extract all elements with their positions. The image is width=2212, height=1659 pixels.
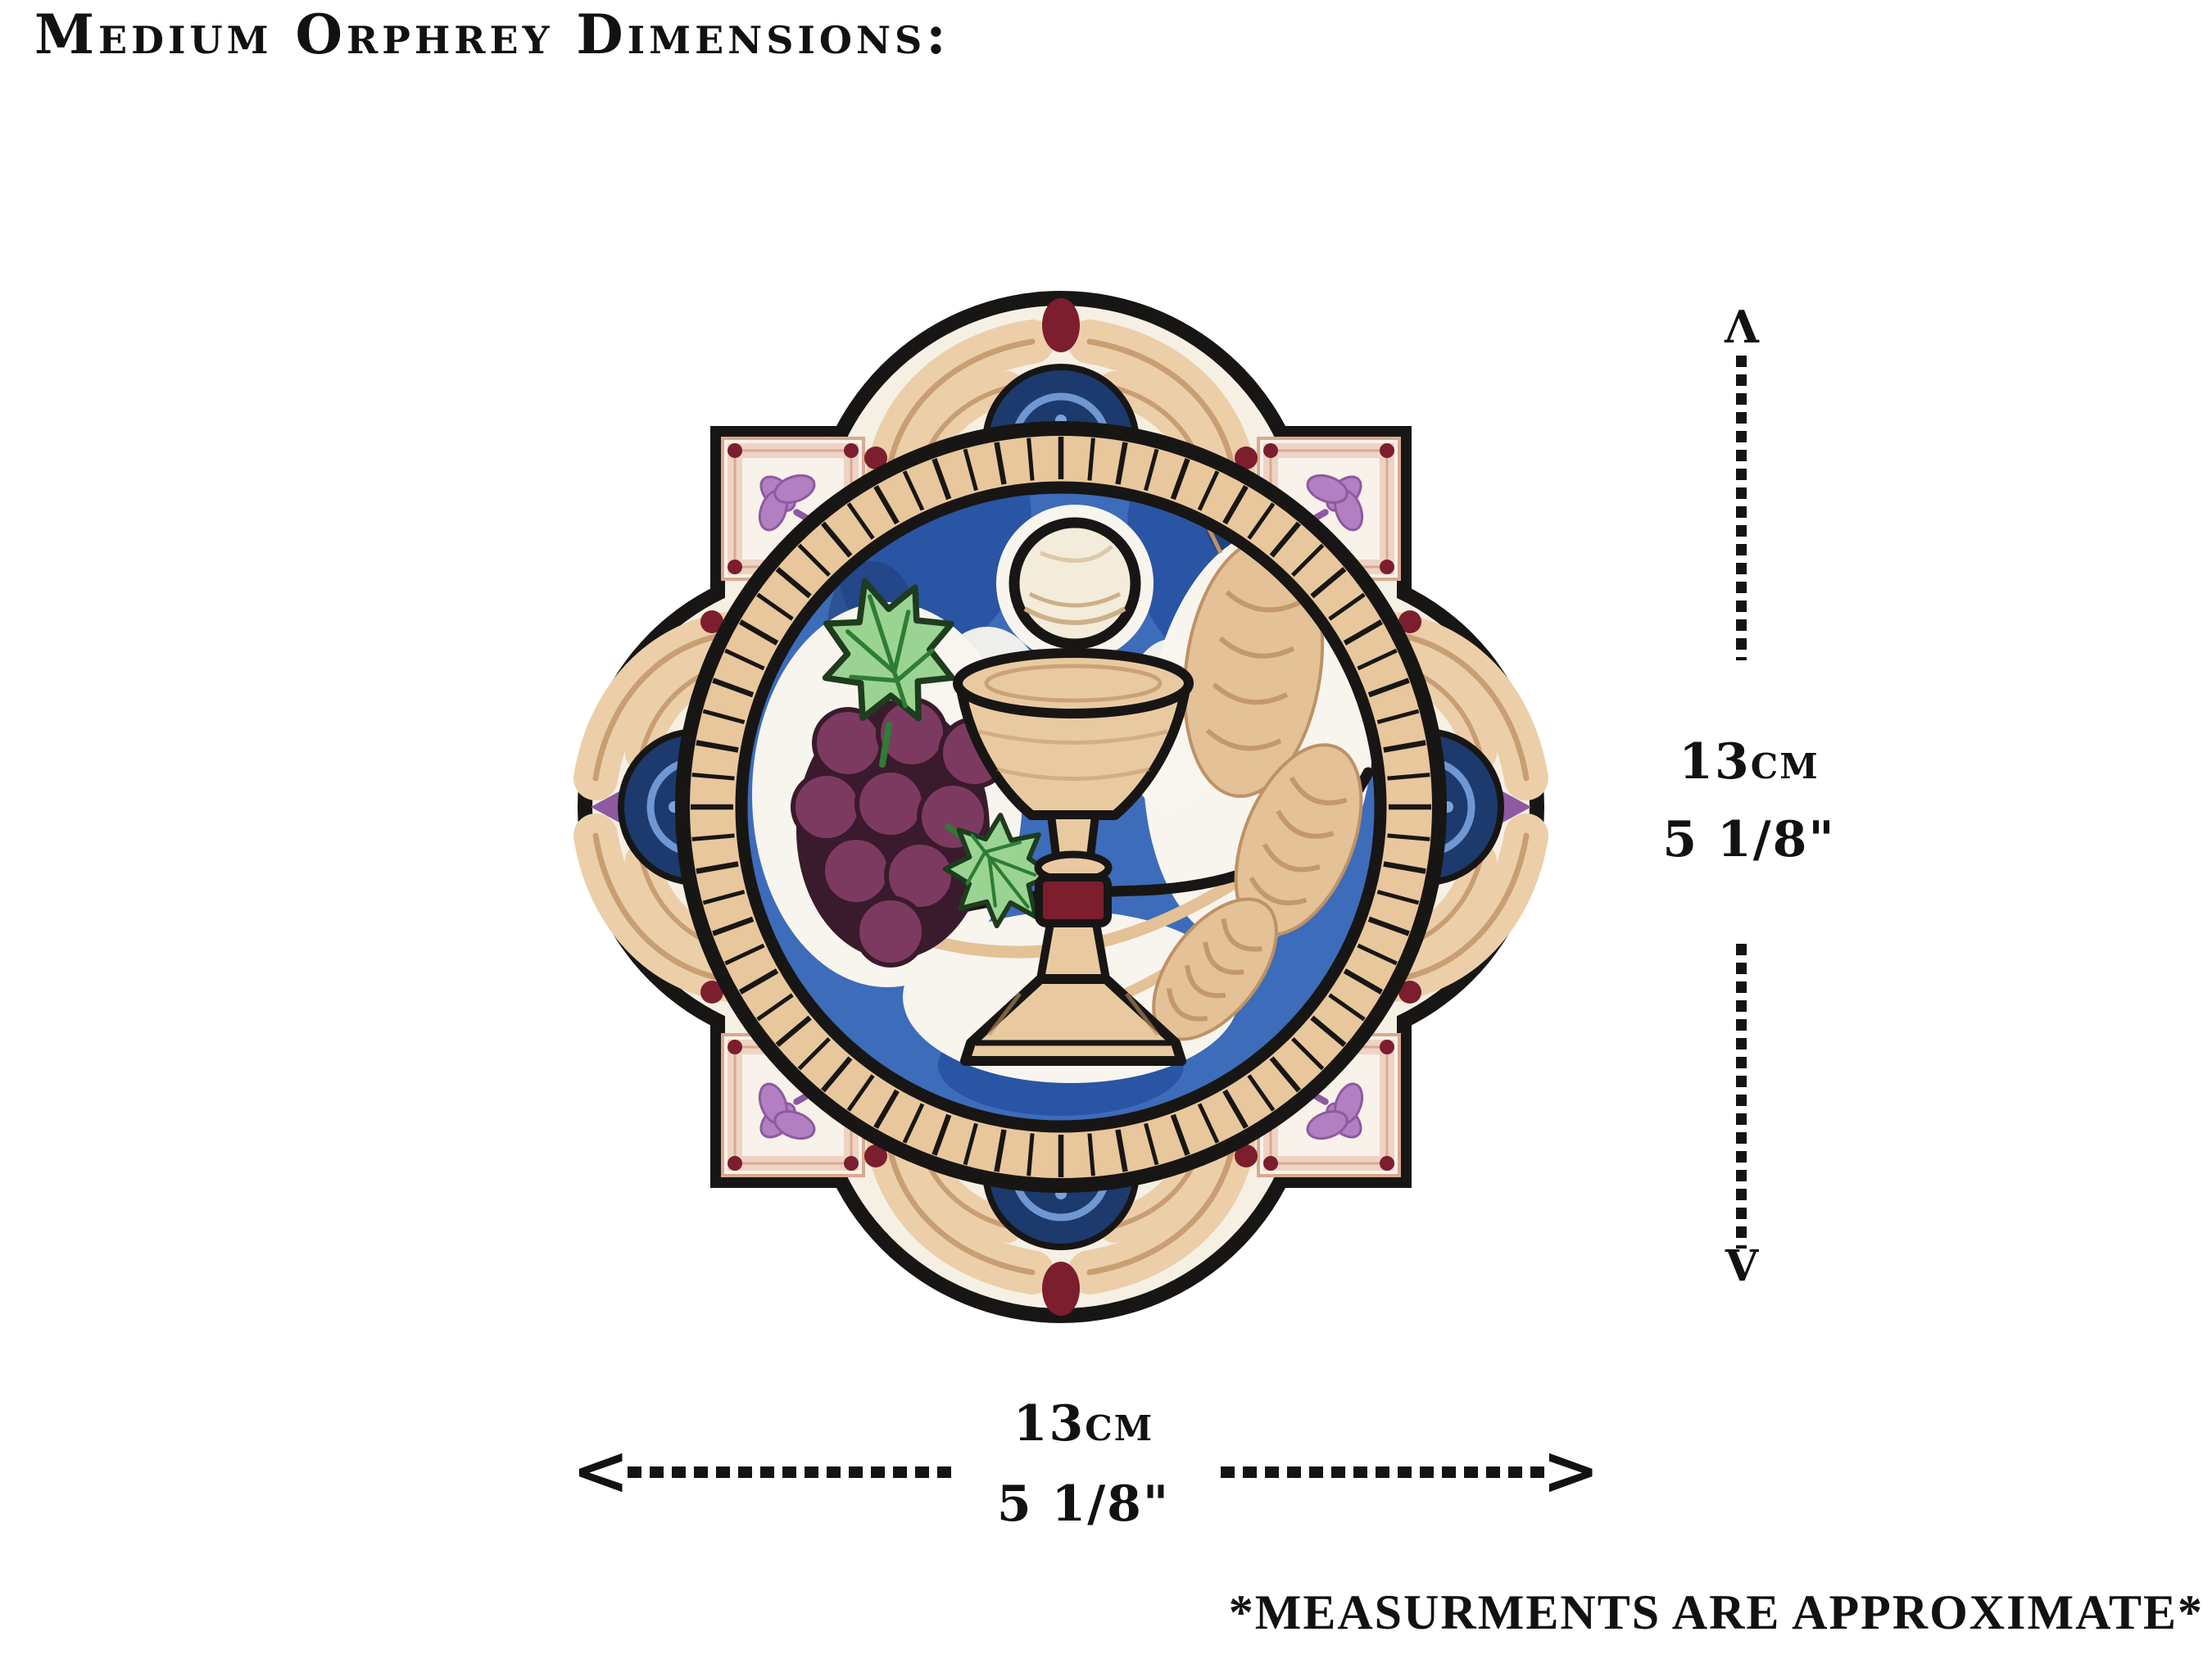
dashed-line-horizontal-left	[628, 1466, 952, 1478]
dashed-line-vertical-bottom	[1736, 944, 1747, 1249]
width-value-metric: 13cm	[1013, 1395, 1154, 1453]
height-value-metric: 13cm	[1679, 733, 1820, 791]
arrow-down-icon: V	[1725, 1241, 1759, 1291]
host	[1009, 517, 1141, 650]
chalice	[953, 517, 1194, 1066]
page-title: Medium Orphrey Dimensions:	[34, 2, 950, 66]
grape-cluster	[791, 697, 1010, 968]
dashed-line-vertical-top	[1736, 356, 1747, 660]
chalice-knop	[1035, 873, 1112, 927]
arrow-up-icon: Λ	[1725, 301, 1759, 353]
orphrey-patch-image	[561, 283, 1561, 1331]
arrow-right-icon: >	[1542, 1430, 1600, 1511]
rope-ring-ticks	[691, 437, 1431, 1177]
measurement-disclaimer: *MEASURMENTS ARE APPROXIMATE*	[1228, 1585, 2204, 1639]
orphrey-patch-illustration	[578, 291, 1544, 1323]
arrow-left-icon: <	[572, 1430, 630, 1511]
medallion-scene	[752, 493, 1375, 1116]
height-value-imperial: 5 1/8"	[1662, 811, 1836, 868]
dashed-line-horizontal-right	[1221, 1466, 1545, 1478]
width-value-imperial: 5 1/8"	[996, 1475, 1171, 1533]
